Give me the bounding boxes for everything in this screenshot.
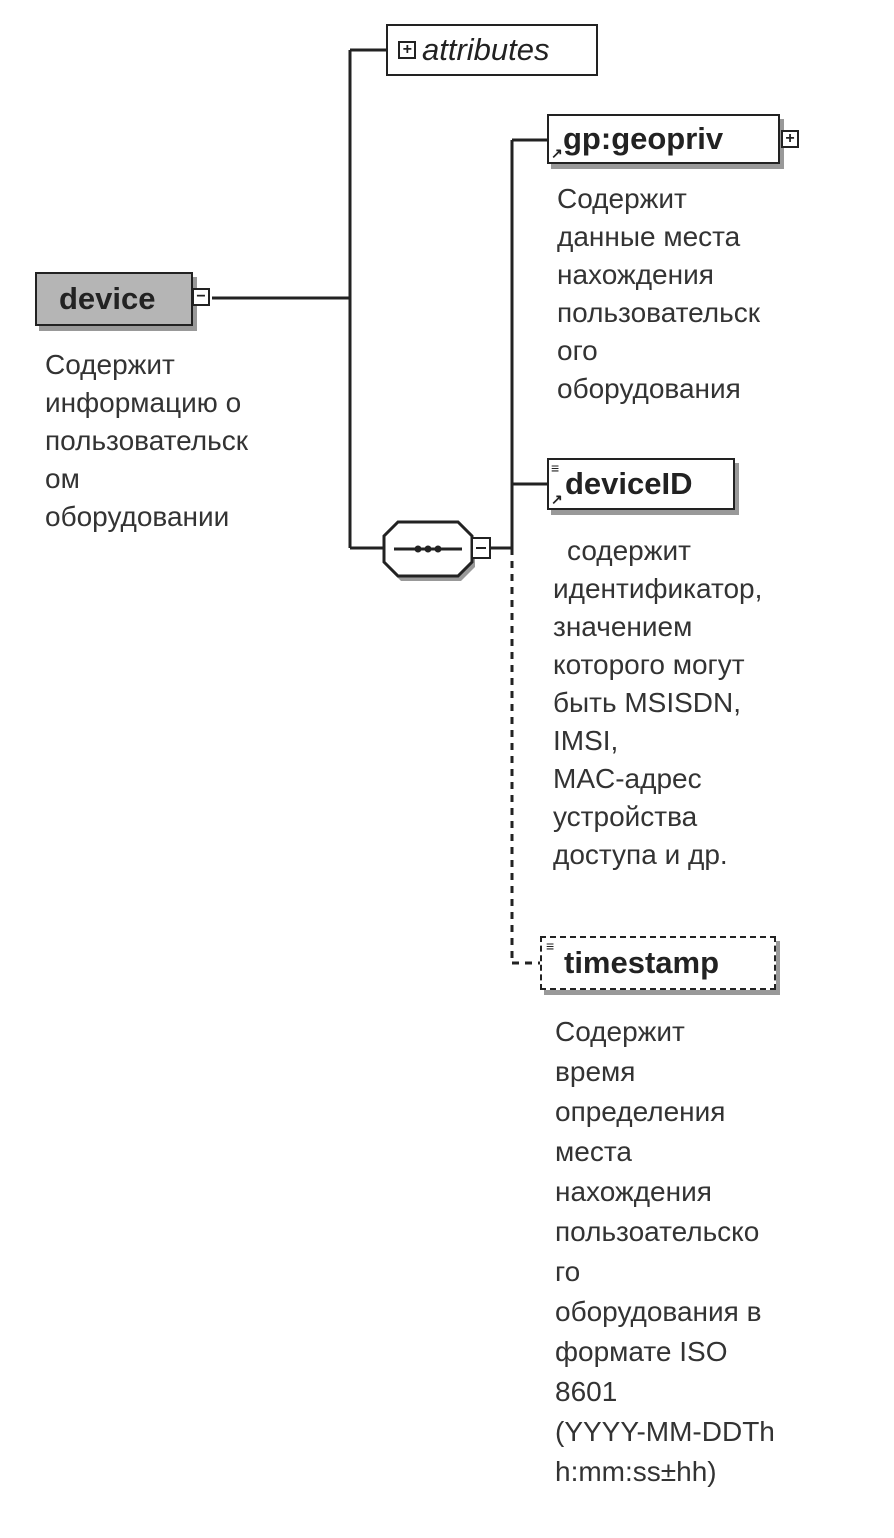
simple-type-icon: ≡ — [546, 938, 555, 954]
expand-icon[interactable]: + — [398, 41, 416, 59]
geopriv-element-label: gp:geopriv — [563, 121, 724, 156]
timestamp-element-box[interactable]: ≡ timestamp — [540, 936, 776, 990]
description-line: нахождения — [557, 259, 714, 290]
description-line: Содержит — [45, 349, 175, 380]
attributes-label: attributes — [422, 32, 550, 67]
description-line: оборудовании — [45, 501, 230, 532]
description-line: идентификатор, — [553, 573, 763, 604]
deviceid-element-label: deviceID — [565, 466, 693, 501]
device-element-box[interactable]: device — [35, 272, 193, 326]
description-line: время — [555, 1056, 636, 1087]
description-line: доступа и др. — [553, 839, 728, 870]
description-line: h:mm:ss±hh) — [555, 1456, 717, 1487]
reference-arrow-icon: ↗ — [551, 491, 563, 507]
description-line: Содержит — [555, 1016, 685, 1047]
description-line: ом — [45, 463, 80, 494]
description-line: ого — [557, 335, 598, 366]
description-line: 8601 — [555, 1376, 618, 1407]
description-line: нахождения — [555, 1176, 712, 1207]
attributes-box[interactable]: + attributes — [386, 24, 598, 76]
geopriv-element-box[interactable]: ↗ gp:geopriv — [547, 114, 780, 164]
reference-arrow-icon: ↗ — [551, 145, 563, 161]
description-line: пользовательск — [45, 425, 248, 456]
device-description: Содержит информацию о пользовательск ом … — [45, 346, 248, 536]
description-line: определения — [555, 1096, 726, 1127]
description-line: IMSI, — [553, 725, 619, 756]
description-line: пользоательско — [555, 1216, 760, 1247]
expand-icon[interactable]: + — [781, 130, 799, 148]
description-line: формате ISO — [555, 1336, 728, 1367]
description-line: пользовательск — [557, 297, 760, 328]
description-line: го — [555, 1256, 581, 1287]
description-line: данные места — [557, 221, 741, 252]
description-line: оборудования в — [555, 1296, 762, 1327]
timestamp-element-label: timestamp — [564, 945, 720, 980]
description-line: (YYYY-MM-DDTh — [555, 1416, 775, 1447]
description-line: Содержит — [557, 183, 687, 214]
device-element-label: device — [59, 281, 156, 316]
description-line: устройства — [553, 801, 698, 832]
description-line: информацию о — [45, 387, 242, 418]
description-line: которого могут — [553, 649, 745, 680]
geopriv-description: Содержит данные места нахождения пользов… — [557, 180, 760, 408]
deviceid-element-box[interactable]: ≡ ↗ deviceID — [547, 458, 735, 510]
description-line: MAC-адрес — [553, 763, 702, 794]
simple-type-icon: ≡ — [551, 460, 560, 476]
description-line: места — [555, 1136, 632, 1167]
description-line: значением — [553, 611, 693, 642]
description-line: оборудования — [557, 373, 741, 404]
description-line: содержит — [567, 535, 691, 566]
deviceid-description: содержит идентификатор, значением которо… — [553, 532, 762, 874]
timestamp-description: Содержит время определения места нахожде… — [555, 1012, 775, 1492]
sequence-compositor[interactable] — [382, 520, 491, 581]
description-line: быть MSISDN, — [553, 687, 742, 718]
collapse-icon[interactable]: − — [192, 288, 210, 306]
